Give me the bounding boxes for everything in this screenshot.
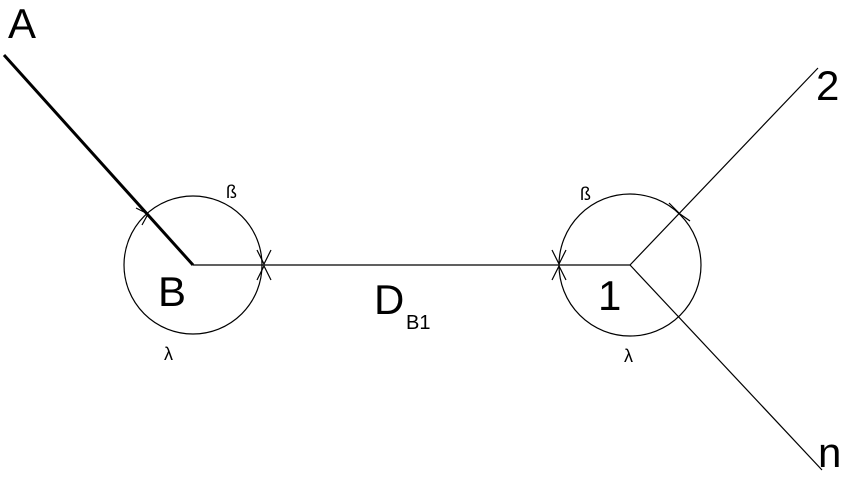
label-lambda-1: λ [624,346,633,366]
label-distance: D [374,276,404,323]
line-1-2 [629,67,819,266]
label-beta-B: ß [226,182,237,202]
angle-circle-B [123,195,263,335]
arrow-mark-B-right-lower [256,264,272,281]
label-point-n: n [818,429,841,476]
line-A-B [2,53,195,267]
arrow-mark-1-left-lower [551,264,567,281]
line-1-n [629,264,823,471]
label-point-B: B [158,268,186,315]
label-point-A: A [8,0,36,47]
arrow-mark-1-right [668,202,691,222]
label-point-1: 1 [598,272,621,319]
label-point-2: 2 [816,62,839,109]
arrow-mark-1-left-upper [551,249,567,266]
label-distance-subscript: B1 [406,312,430,334]
arrow-mark-B-left [135,207,149,226]
arrow-mark-B-right [256,249,272,266]
label-lambda-B: λ [164,344,173,364]
label-beta-1: ß [580,184,591,204]
